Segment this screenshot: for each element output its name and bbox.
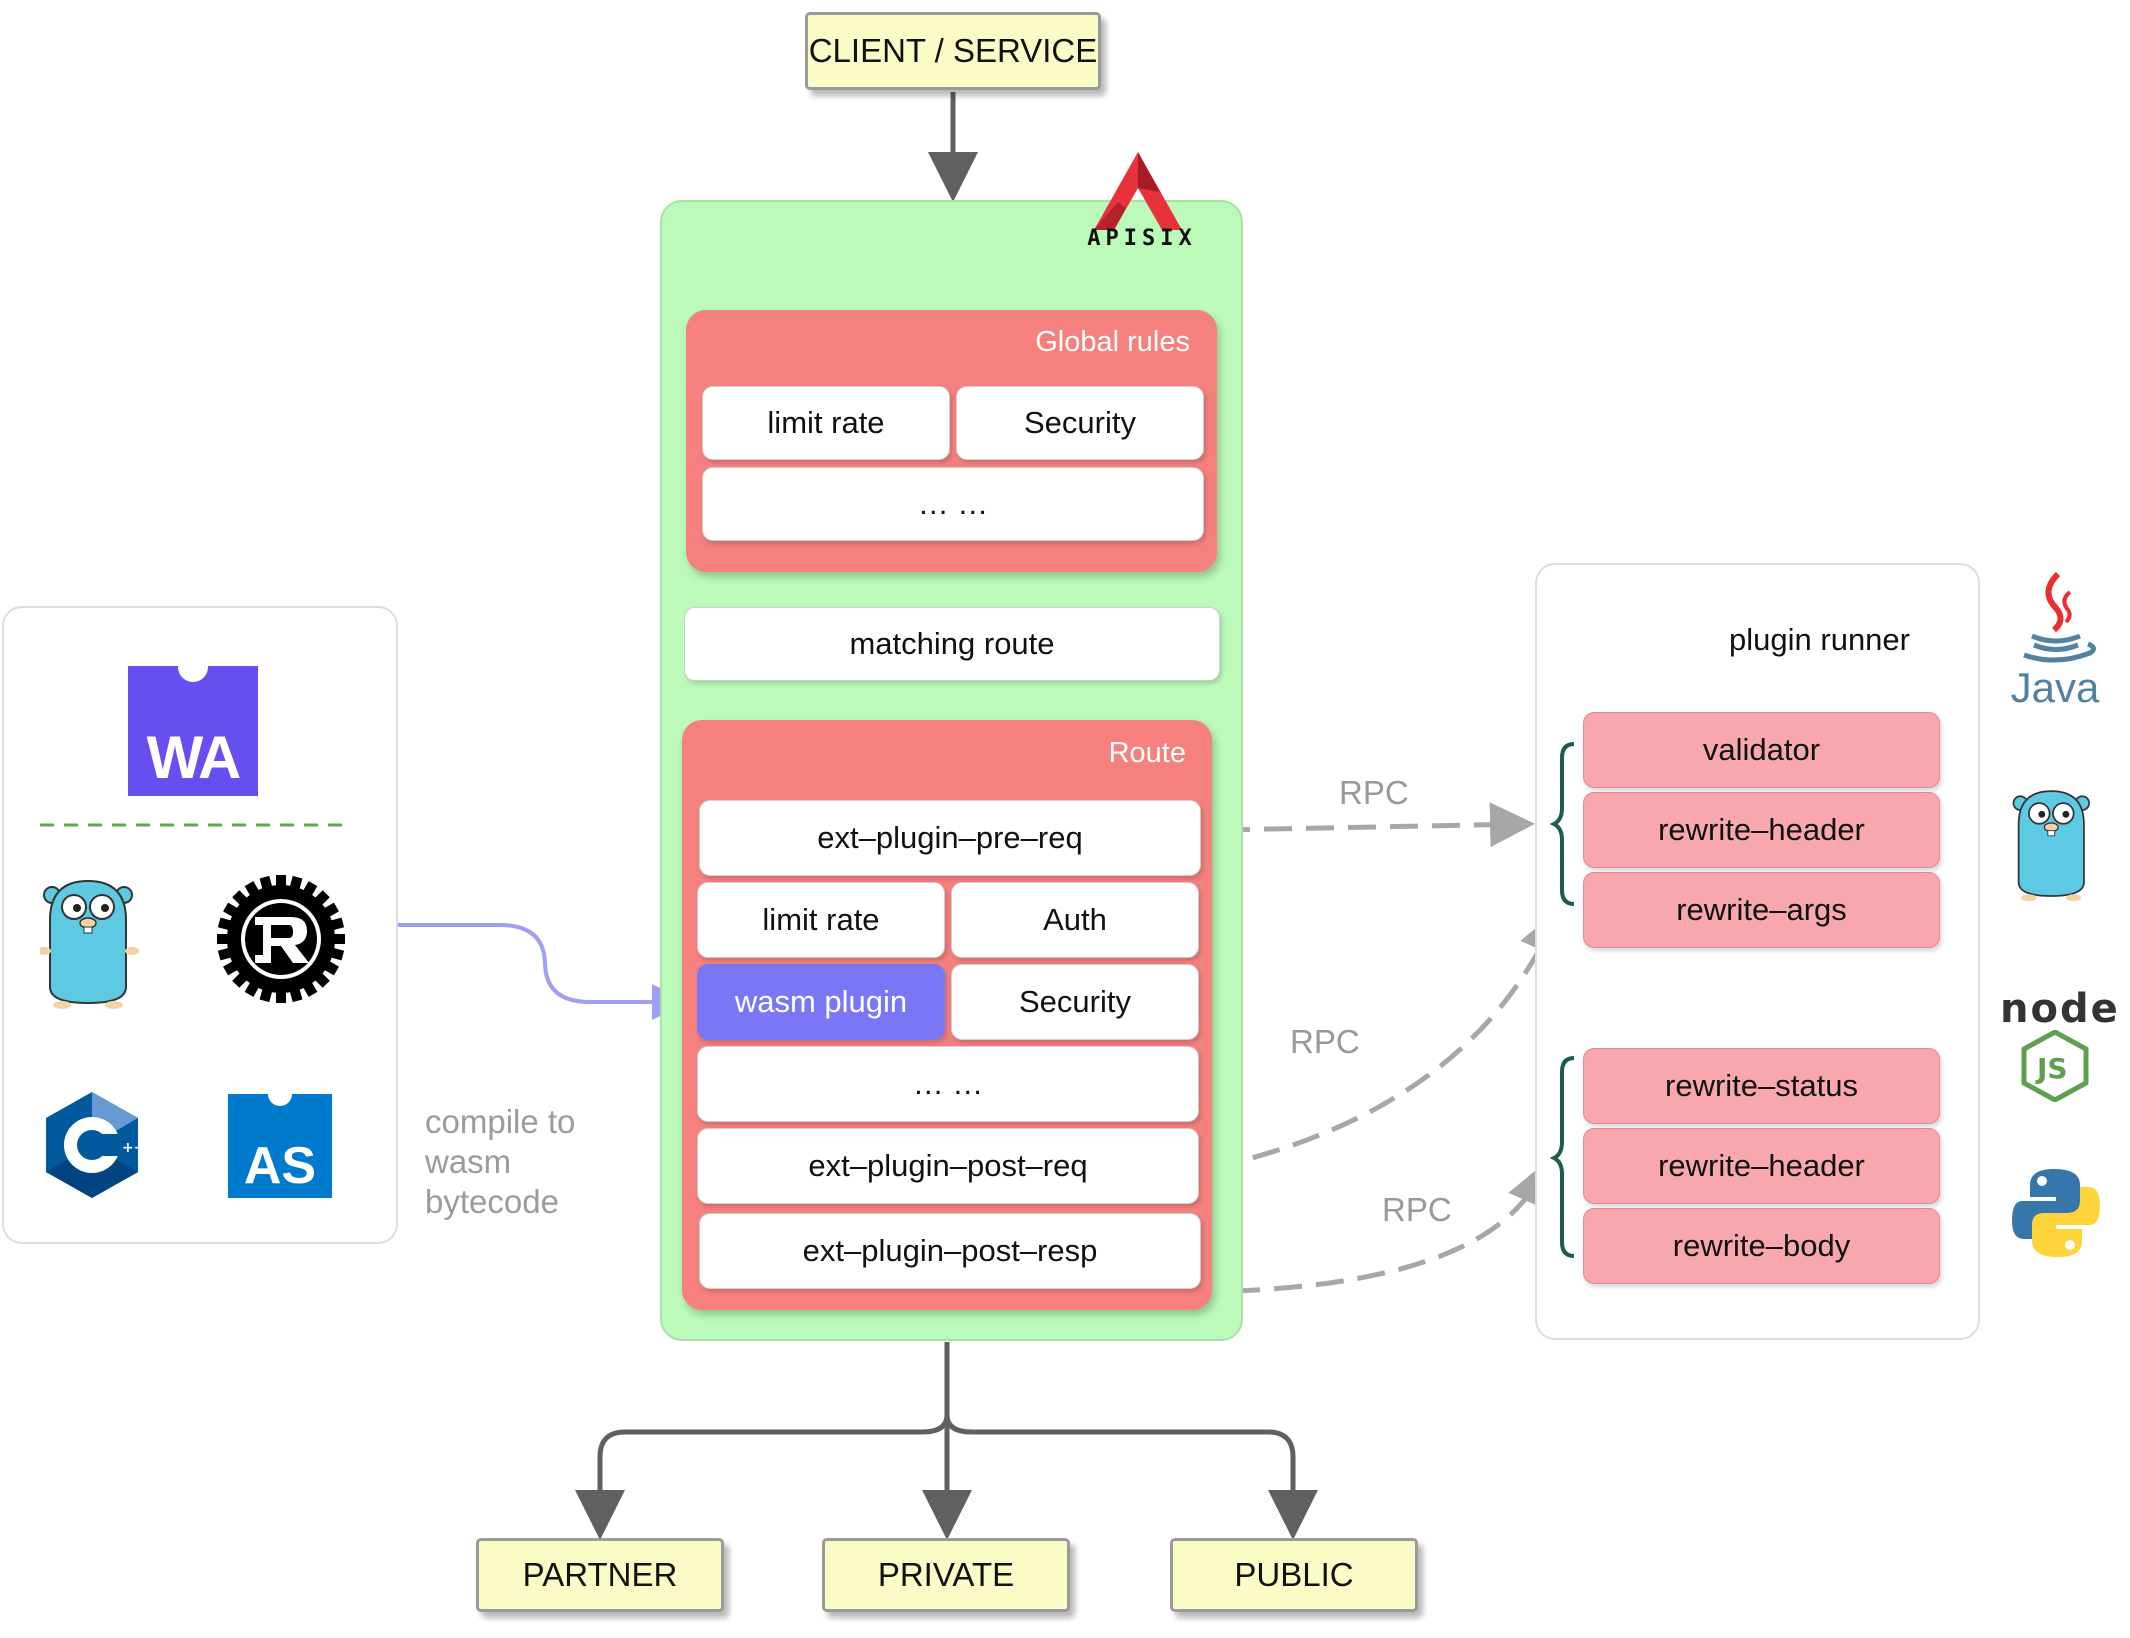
wasm-divider: [40, 823, 350, 827]
assemblyscript-icon-text: AS: [243, 1137, 317, 1195]
go-gopher-icon-right: [2010, 782, 2096, 906]
rpc-pre-req-arrow: [1186, 802, 1535, 854]
route-ext-plugin-post-resp: ext–plugin–post–resp: [699, 1213, 1201, 1289]
route-ext-plugin-post-req: ext–plugin–post–req: [697, 1128, 1199, 1204]
python-icon: [2008, 1165, 2104, 1261]
public-box: PUBLIC: [1170, 1538, 1418, 1612]
private-box: PRIVATE: [822, 1538, 1070, 1612]
global-rule-more: … …: [702, 467, 1204, 541]
svg-text:++: ++: [122, 1140, 142, 1156]
compile-label-line-1: compile to: [425, 1103, 576, 1140]
route-title: Route: [1108, 737, 1186, 769]
rpc-label-post-req: RPC: [1290, 1023, 1360, 1060]
compile-label: compile to wasm bytecode: [425, 1102, 575, 1222]
public-arrow: [944, 1414, 1318, 1540]
global-rules-title: Global rules: [1035, 326, 1190, 358]
route-ext-plugin-pre-req: ext–plugin–pre–req: [699, 800, 1201, 876]
webassembly-icon: WA: [128, 652, 258, 796]
partner-arrow: [575, 1414, 950, 1540]
rust-icon: [216, 874, 346, 1004]
rpc-label-post-resp: RPC: [1382, 1191, 1452, 1228]
cpp-icon: ++: [42, 1090, 145, 1200]
java-icon: Java: [2010, 570, 2100, 720]
runner-brace-top: [1550, 742, 1575, 906]
compile-arrow: [398, 923, 688, 1020]
runner-validator: validator: [1583, 712, 1940, 788]
runner-rewrite-status: rewrite–status: [1583, 1048, 1940, 1124]
webassembly-icon-text: WA: [146, 724, 242, 791]
route-more: … …: [697, 1046, 1199, 1122]
route-auth: Auth: [951, 882, 1199, 958]
apisix-logo-text: APISIX: [1087, 226, 1197, 251]
compile-label-line-3: bytecode: [425, 1183, 559, 1220]
runner-brace-bottom: [1550, 1056, 1575, 1258]
runner-rewrite-header-1: rewrite–header: [1583, 792, 1940, 868]
runner-rewrite-args: rewrite–args: [1583, 872, 1940, 948]
nodejs-icon: node JS: [2000, 986, 2120, 1102]
global-rule-security: Security: [956, 386, 1204, 460]
client-service-box: CLIENT / SERVICE: [805, 12, 1101, 90]
svg-text:JS: JS: [2035, 1052, 2068, 1085]
rpc-post-resp-arrow: [1154, 1160, 1550, 1315]
global-rule-limit-rate: limit rate: [702, 386, 950, 460]
plugin-runner-title: plugin runner: [1729, 622, 1910, 657]
apisix-logo: APISIX: [1082, 150, 1202, 255]
assemblyscript-icon: AS: [228, 1082, 332, 1198]
matching-route-box: matching route: [684, 607, 1220, 681]
route-security: Security: [951, 964, 1199, 1040]
rpc-post-req-arrow: [1172, 908, 1562, 1198]
compile-label-line-2: wasm: [425, 1143, 512, 1180]
runner-rewrite-header-2: rewrite–header: [1583, 1128, 1940, 1204]
rpc-label-pre-req: RPC: [1339, 774, 1409, 811]
route-wasm-plugin: wasm plugin: [697, 964, 945, 1040]
route-limit-rate: limit rate: [697, 882, 945, 958]
partner-box: PARTNER: [476, 1538, 724, 1612]
go-gopher-icon: [37, 875, 140, 1010]
nodejs-icon-text: node: [2000, 986, 2120, 1032]
runner-rewrite-body: rewrite–body: [1583, 1208, 1940, 1284]
java-icon-text: Java: [2010, 664, 2100, 711]
